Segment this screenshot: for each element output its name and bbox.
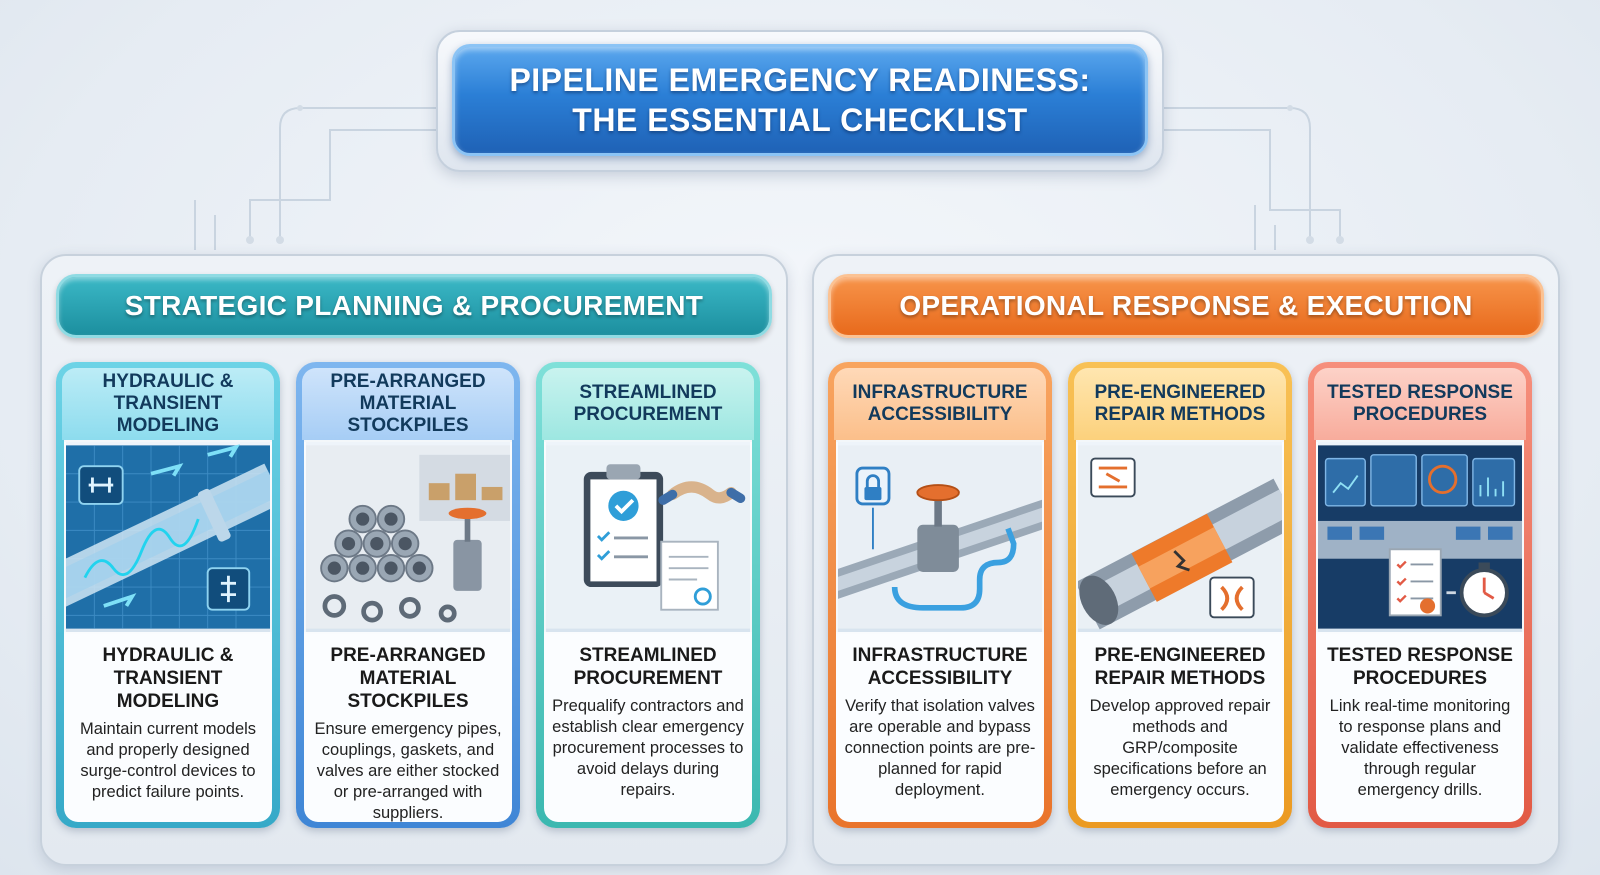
card-header-line: REPAIR METHODS: [1094, 404, 1266, 425]
operational-response-banner: OPERATIONAL RESPONSE & EXECUTION: [828, 274, 1544, 338]
card-title-line: PRE-ENGINEERED: [1094, 645, 1266, 666]
card-header-line: PROCUREMENT: [573, 404, 723, 425]
operational-response-panel: OPERATIONAL RESPONSE & EXECUTION INFRAST…: [812, 254, 1560, 866]
card-streamlined-procurement: STREAMLINED PROCUREMENT STRE: [536, 362, 760, 828]
card-header-line: STREAMLINED: [579, 382, 717, 403]
card-description: Develop approved repair methods and GRP/…: [1089, 697, 1271, 799]
card-title-line: MATERIAL STOCKPILES: [347, 668, 469, 712]
clipboard-handshake-icon: [544, 440, 752, 634]
card-body: INFRASTRUCTURE ACCESSIBILITY Verify that…: [836, 634, 1044, 822]
card-header-line: ACCESSIBILITY: [867, 404, 1013, 425]
control-room-stopwatch-icon: [1316, 440, 1524, 634]
card-tested-response: TESTED RESPONSE PROCEDURES: [1308, 362, 1532, 828]
card-body: STREAMLINED PROCUREMENT Prequalify contr…: [544, 634, 752, 822]
card-body: TESTED RESPONSE PROCEDURES Link real-tim…: [1316, 634, 1524, 822]
card-description: Prequalify contractors and establish cle…: [552, 697, 744, 799]
card-header-line: PROCEDURES: [1352, 404, 1488, 425]
card-title-line: HYDRAULIC &: [102, 645, 234, 666]
pipe-flow-model-icon: [64, 440, 272, 634]
card-title: HYDRAULIC & TRANSIENT MODELING: [70, 644, 266, 713]
card-description: Link real-time monitoring to response pl…: [1329, 697, 1511, 799]
card-title: PRE-ENGINEERED REPAIR METHODS: [1082, 644, 1278, 690]
card-header-line: HYDRAULIC &: [102, 371, 234, 392]
card-body: HYDRAULIC & TRANSIENT MODELING Maintain …: [64, 634, 272, 822]
card-body: PRE-ARRANGED MATERIAL STOCKPILES Ensure …: [304, 634, 512, 822]
card-title-line: ACCESSIBILITY: [867, 668, 1013, 689]
pipe-repair-wrap-icon: [1076, 440, 1284, 634]
card-header: PRE-ENGINEERED REPAIR METHODS: [1074, 368, 1286, 440]
title-line-1: PIPELINE EMERGENCY READINESS:: [509, 62, 1091, 98]
card-title-line: TRANSIENT MODELING: [113, 668, 223, 712]
card-header: INFRASTRUCTURE ACCESSIBILITY: [834, 368, 1046, 440]
card-title: PRE-ARRANGED MATERIAL STOCKPILES: [310, 644, 506, 713]
card-title: STREAMLINED PROCUREMENT: [550, 644, 746, 690]
strategic-planning-panel: STRATEGIC PLANNING & PROCUREMENT HYDRAUL…: [40, 254, 788, 866]
card-title-line: PROCUREMENT: [573, 668, 723, 689]
card-title-line: STREAMLINED: [579, 645, 717, 666]
title-line-2: THE ESSENTIAL CHECKLIST: [572, 102, 1028, 138]
card-infrastructure-accessibility: INFRASTRUCTURE ACCESSIBILITY INFRASTRUCT…: [828, 362, 1052, 828]
strategic-planning-banner: STRATEGIC PLANNING & PROCUREMENT: [56, 274, 772, 338]
card-header-line: MATERIAL STOCKPILES: [347, 393, 469, 436]
card-title-line: PRE-ARRANGED: [330, 645, 486, 666]
card-header: TESTED RESPONSE PROCEDURES: [1314, 368, 1526, 440]
card-material-stockpiles: PRE-ARRANGED MATERIAL STOCKPILES: [296, 362, 520, 828]
card-header-line: TESTED RESPONSE: [1327, 382, 1513, 403]
card-title-line: TESTED RESPONSE: [1327, 645, 1513, 666]
card-header: HYDRAULIC & TRANSIENT MODELING: [62, 368, 274, 440]
page-title: PIPELINE EMERGENCY READINESS: THE ESSENT…: [452, 44, 1148, 156]
card-header-line: INFRASTRUCTURE: [852, 382, 1028, 403]
card-description: Maintain current models and properly des…: [79, 720, 257, 801]
card-description: Ensure emergency pipes, couplings, gaske…: [314, 720, 502, 822]
card-hydraulic-modeling: HYDRAULIC & TRANSIENT MODELING HYDRAULIC…: [56, 362, 280, 828]
card-header: PRE-ARRANGED MATERIAL STOCKPILES: [302, 368, 514, 440]
pipe-stockpile-icon: [304, 440, 512, 634]
card-description: Verify that isolation valves are operabl…: [844, 697, 1036, 799]
card-body: PRE-ENGINEERED REPAIR METHODS Develop ap…: [1076, 634, 1284, 822]
card-header-line: PRE-ARRANGED: [330, 371, 486, 392]
card-title: TESTED RESPONSE PROCEDURES: [1322, 644, 1518, 690]
card-header-line: TRANSIENT MODELING: [113, 393, 223, 436]
card-repair-methods: PRE-ENGINEERED REPAIR METHODS PRE-ENGINE…: [1068, 362, 1292, 828]
card-title-line: REPAIR METHODS: [1094, 668, 1266, 689]
card-title-line: INFRASTRUCTURE: [852, 645, 1028, 666]
card-title-line: PROCEDURES: [1352, 668, 1488, 689]
card-title: INFRASTRUCTURE ACCESSIBILITY: [842, 644, 1038, 690]
card-header: STREAMLINED PROCUREMENT: [542, 368, 754, 440]
isolation-valve-icon: [836, 440, 1044, 634]
card-header-line: PRE-ENGINEERED: [1094, 382, 1266, 403]
